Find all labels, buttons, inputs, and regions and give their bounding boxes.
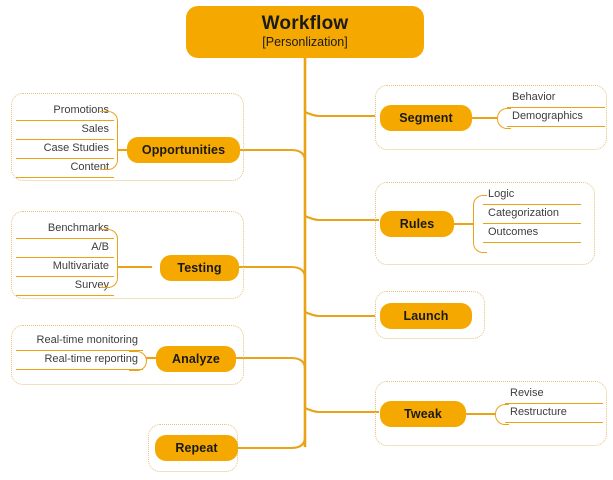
leaf-item[interactable]: Demographics [507, 108, 605, 127]
leaf-item[interactable]: Categorization [483, 205, 581, 224]
root-subtitle: [Personlization] [262, 34, 348, 49]
branch-testing[interactable]: Testing [160, 255, 239, 281]
branch-label: Repeat [175, 441, 218, 455]
leaf-item[interactable]: Real-time monitoring [16, 332, 143, 351]
wire-repeat [238, 433, 307, 450]
branch-label: Launch [403, 309, 449, 323]
branch-opportunities[interactable]: Opportunities [127, 137, 240, 163]
leaf-item[interactable]: Benchmarks [16, 220, 114, 239]
branch-analyze[interactable]: Analyze [156, 346, 236, 372]
wire-segment [304, 111, 375, 118]
leaf-item[interactable]: Behavior [507, 89, 605, 108]
branch-label: Segment [399, 111, 453, 125]
leaf-item[interactable]: Outcomes [483, 224, 581, 243]
branch-label: Analyze [172, 352, 220, 366]
leaf-item[interactable]: Restructure [505, 404, 603, 423]
branch-repeat[interactable]: Repeat [155, 435, 238, 461]
leaf-item[interactable]: Case Studies [16, 140, 114, 159]
hull-tweak [375, 381, 607, 446]
leaf-stack-tweak: Revise Restructure [505, 385, 603, 423]
leaf-item[interactable]: Content [16, 159, 114, 178]
root-node[interactable]: Workflow [Personlization] [186, 6, 424, 58]
leaf-item[interactable]: Promotions [16, 102, 114, 121]
leaf-stack-testing: Benchmarks A/B Multivariate Survey [16, 220, 114, 296]
branch-rules[interactable]: Rules [380, 211, 454, 237]
leaf-stack-analyze: Real-time monitoring Real-time reporting [16, 332, 143, 370]
wire-opportunities [240, 148, 307, 165]
branch-label: Testing [177, 261, 222, 275]
branch-label: Tweak [404, 407, 442, 421]
wire-tweak [304, 407, 379, 414]
leaf-item[interactable]: Revise [505, 385, 603, 404]
wire-launch [304, 311, 375, 318]
hull-opportunities [11, 93, 244, 181]
branch-segment[interactable]: Segment [380, 105, 472, 131]
hull-testing [11, 211, 244, 299]
leaf-stack-segment: Behavior Demographics [507, 89, 605, 127]
wire-analyze [236, 356, 307, 373]
leaf-item[interactable]: A/B [16, 239, 114, 258]
leaf-stack-rules: Logic Categorization Outcomes [483, 186, 581, 243]
branch-launch[interactable]: Launch [380, 303, 472, 329]
root-title: Workflow [261, 12, 349, 34]
wire-rules [304, 215, 379, 222]
branch-label: Rules [399, 217, 435, 231]
leaf-stack-opportunities: Promotions Sales Case Studies Content [16, 102, 114, 178]
leaf-item[interactable]: Survey [16, 277, 114, 296]
hull-launch [375, 291, 485, 339]
leaf-item[interactable]: Logic [483, 186, 581, 205]
hull-analyze [11, 325, 244, 385]
branch-label: Opportunities [141, 143, 226, 157]
hull-rules [375, 182, 595, 265]
wire-testing [239, 265, 307, 282]
leaf-item[interactable]: Multivariate [16, 258, 114, 277]
leaf-item[interactable]: Sales [16, 121, 114, 140]
hull-segment [375, 85, 607, 150]
leaf-item[interactable]: Real-time reporting [16, 351, 143, 370]
branch-tweak[interactable]: Tweak [380, 401, 466, 427]
